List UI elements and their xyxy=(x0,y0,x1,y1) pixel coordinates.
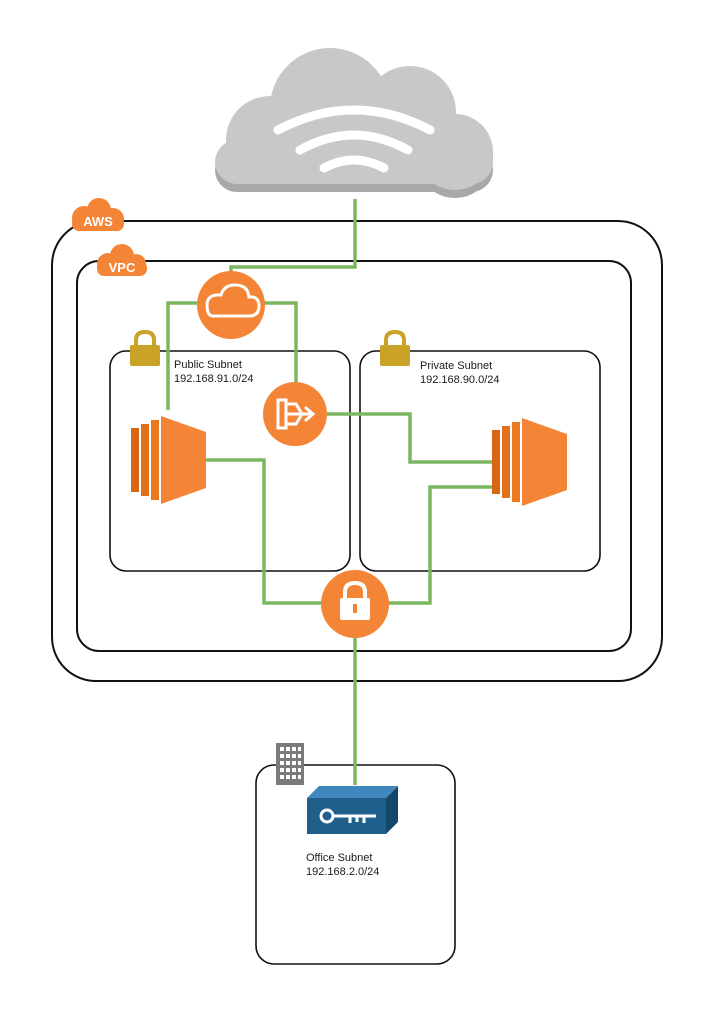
aws-badge-label: AWS xyxy=(83,214,113,229)
connector-internet-to-igw xyxy=(229,199,357,282)
nat-gateway-icon xyxy=(263,382,327,446)
public-subnet-cidr: 192.168.91.0/24 xyxy=(174,373,254,385)
connectors xyxy=(166,199,492,785)
building-icon xyxy=(276,743,304,785)
aws-cloud-boundary xyxy=(51,220,663,682)
connector-vpn-to-private-instance xyxy=(388,485,492,605)
office-subnet-name: Office Subnet xyxy=(306,852,372,864)
connector-igw-to-nat xyxy=(264,301,298,383)
private-subnet-cidr: 192.168.90.0/24 xyxy=(420,374,500,386)
aws-badge: AWS xyxy=(72,198,124,231)
cloud-outline-icon xyxy=(205,283,261,318)
connector-public-instance-to-vpn xyxy=(205,458,322,605)
public-subnet-box xyxy=(109,350,351,572)
customer-gateway-icon xyxy=(307,786,398,834)
private-subnet-name: Private Subnet xyxy=(420,360,492,372)
office-subnet-cidr: 192.168.2.0/24 xyxy=(306,866,379,878)
ec2-instance-icon xyxy=(131,416,206,504)
vpc-badge-label: VPC xyxy=(109,260,136,275)
lock-icon xyxy=(130,329,160,366)
connector-igw-to-public-instance xyxy=(166,301,198,410)
vpn-gateway-icon xyxy=(321,570,389,638)
vpc-badge: VPC xyxy=(97,244,147,276)
private-subnet-box xyxy=(359,350,601,572)
internet-cloud-icon xyxy=(215,48,493,198)
wifi-icon xyxy=(273,105,435,173)
ec2-instance-icon xyxy=(492,418,567,506)
lock-icon xyxy=(380,329,410,366)
connector-nat-to-private-instance xyxy=(325,412,492,464)
public-subnet-name: Public Subnet xyxy=(174,359,242,371)
key-icon xyxy=(319,808,376,824)
internet-gateway-icon xyxy=(197,271,265,339)
